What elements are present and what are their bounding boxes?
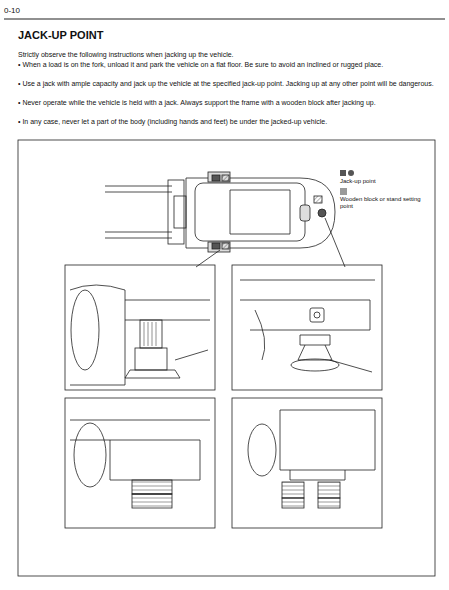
- page-number: 0-10: [4, 6, 64, 16]
- legend-text: Wooden block or stand setting point: [340, 196, 428, 210]
- bullet-note: • When a load is on the fork, unload it …: [18, 61, 441, 69]
- bullet-note: • Never operate while the vehicle is hel…: [18, 99, 441, 107]
- bullet-note: • Use a jack with ample capacity and jac…: [18, 80, 441, 88]
- bullet-note: • In any case, never let a part of the b…: [18, 118, 441, 126]
- legend-text: Jack-up point: [340, 178, 428, 185]
- title: JACK-UP POINT: [18, 29, 103, 42]
- legend-swatch: [340, 188, 347, 195]
- legend-sample: [340, 170, 346, 176]
- intro-note: Strictly observe the following instructi…: [18, 51, 433, 59]
